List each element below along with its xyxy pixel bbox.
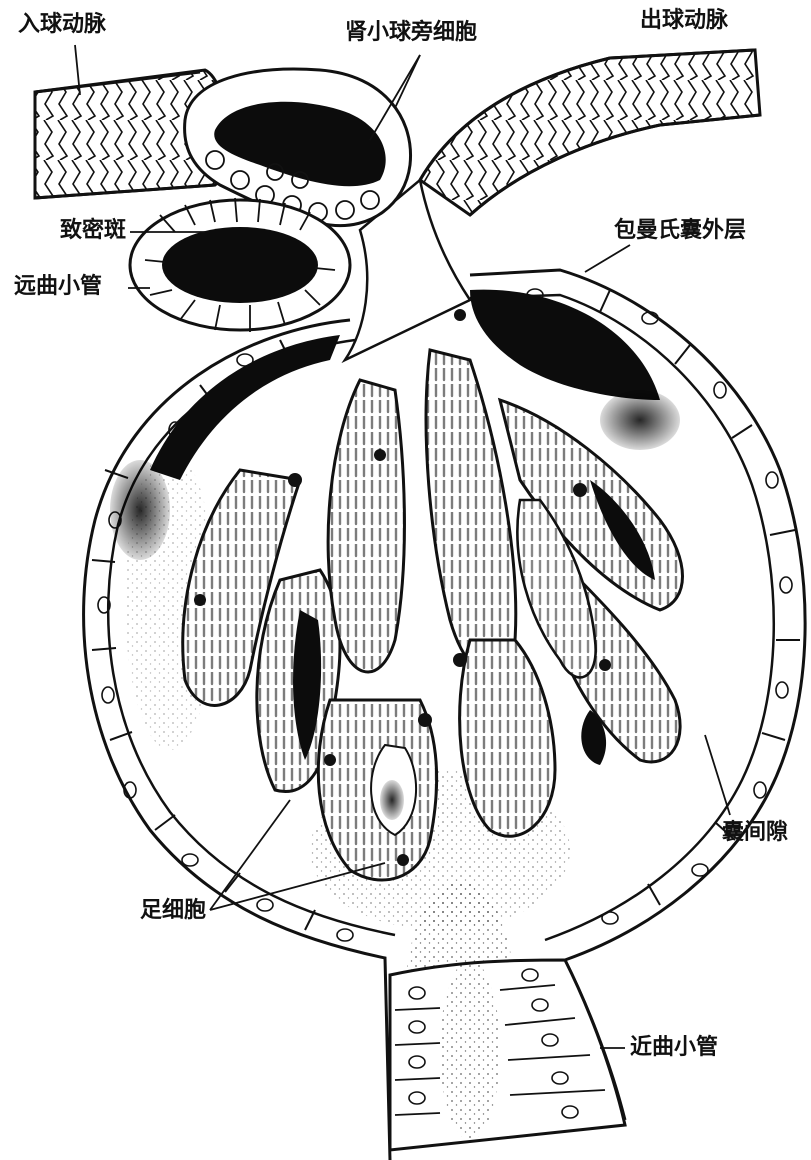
label-podocyte: 足细胞 [140, 900, 206, 922]
leader-bowman [585, 245, 630, 272]
label-proximal-tubule: 近曲小管 [630, 1037, 718, 1059]
label-macula-densa: 致密斑 [60, 220, 126, 242]
label-capsular-space: 囊间隙 [722, 822, 788, 844]
label-juxtaglomerular-cells: 肾小球旁细胞 [345, 22, 477, 44]
label-distal-tubule: 远曲小管 [14, 276, 102, 298]
efferent-arteriole [420, 50, 760, 215]
leader-podocyte-a [210, 800, 290, 910]
leader-capsular [705, 735, 730, 815]
distal-tubule [130, 198, 350, 332]
proximal-tubule [390, 960, 625, 1150]
label-efferent-arteriole: 出球动脉 [640, 10, 728, 32]
label-bowman-capsule-outer: 包曼氏囊外层 [614, 220, 746, 242]
leader-jg-b [395, 55, 420, 108]
label-afferent-arteriole: 入球动脉 [18, 14, 106, 36]
